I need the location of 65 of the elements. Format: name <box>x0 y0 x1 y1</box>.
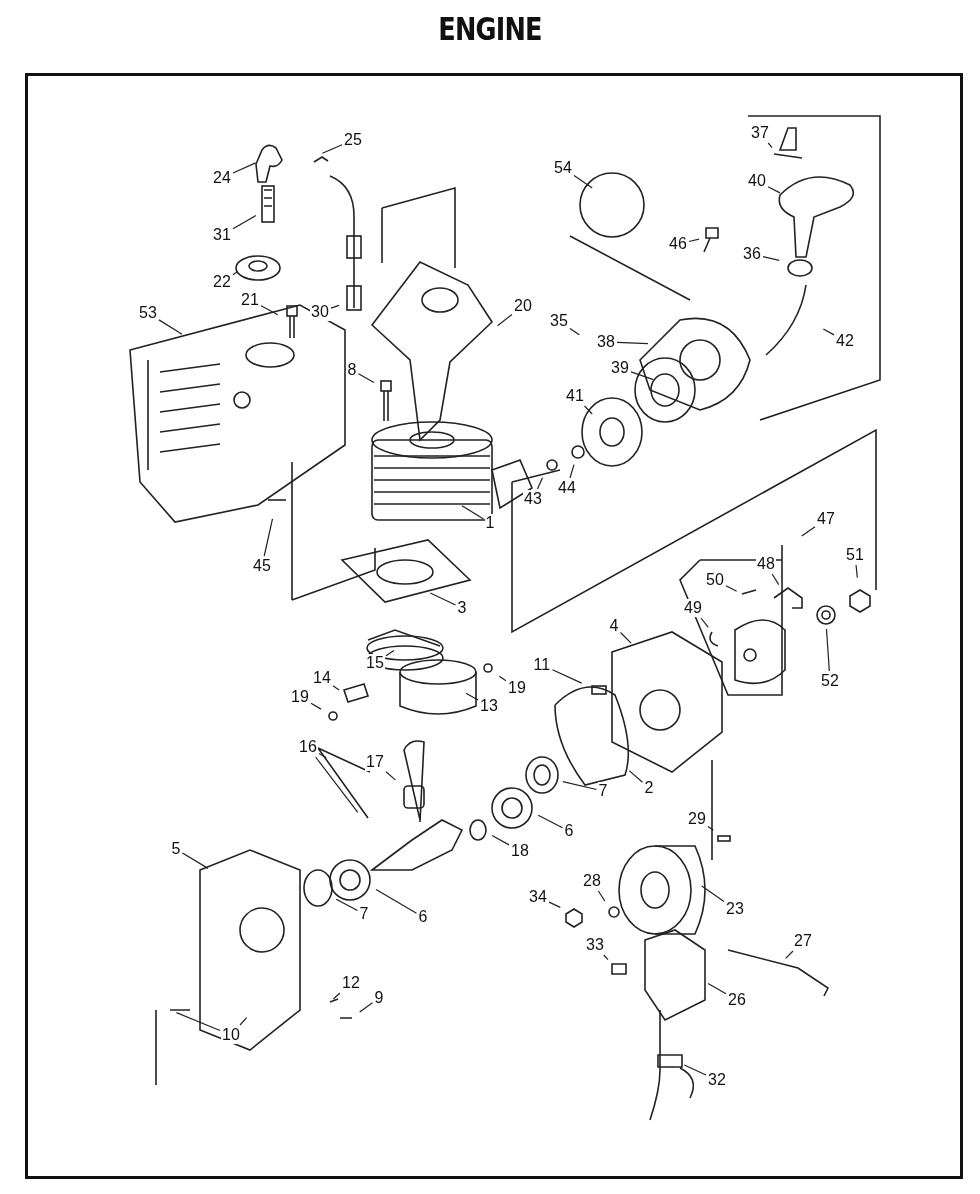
leader-line <box>630 371 654 381</box>
leader-line <box>569 464 575 479</box>
leader-line <box>498 675 507 682</box>
leader-line <box>573 174 593 189</box>
leader-line <box>683 1064 707 1076</box>
leader-line <box>551 669 583 684</box>
leader-line <box>330 304 340 309</box>
leader-line <box>548 901 561 908</box>
leader-line <box>583 405 593 415</box>
leader-line <box>232 214 257 230</box>
leader-line <box>562 781 598 791</box>
leader-line <box>771 573 780 586</box>
leader-line <box>628 770 644 783</box>
leader-line <box>822 328 835 336</box>
leader-line <box>318 752 327 759</box>
leader-line <box>232 270 239 276</box>
leader-line <box>700 617 709 628</box>
leader-line <box>375 888 418 914</box>
leader-line <box>175 1012 221 1032</box>
leader-line <box>465 692 479 701</box>
leader-line <box>239 1017 248 1026</box>
leader-line <box>181 852 209 869</box>
callout-number: 10 <box>221 1026 241 1044</box>
leader-line <box>762 256 780 261</box>
leader-line <box>603 954 609 961</box>
leader-line <box>491 834 510 846</box>
leader-line <box>332 685 340 691</box>
leader-line <box>707 825 714 831</box>
leader-line <box>158 319 183 335</box>
leader-line <box>263 518 274 557</box>
leader-line <box>767 186 781 194</box>
leader-line <box>536 477 544 490</box>
leader-line <box>496 313 513 327</box>
leader-line <box>688 238 700 243</box>
leader-line <box>310 702 322 710</box>
leader-line <box>767 142 773 149</box>
leader-line <box>429 592 457 606</box>
leader-line <box>461 505 485 520</box>
callout-number: 15 <box>365 654 385 672</box>
callout-number: 30 <box>310 303 330 321</box>
leader-line <box>260 305 279 316</box>
leader-line <box>855 564 858 579</box>
leader-line <box>232 162 257 174</box>
leader-line <box>321 144 343 154</box>
leader-line <box>357 373 375 384</box>
leader-line <box>801 526 816 537</box>
callout-number: 49 <box>683 599 703 617</box>
leader-line <box>359 1002 374 1013</box>
leader-line <box>569 327 580 336</box>
leader-line <box>332 992 341 1000</box>
leader-line <box>619 631 632 644</box>
leader-line <box>616 341 649 345</box>
leader-line <box>707 982 727 995</box>
leader-line <box>537 814 564 829</box>
leader-line <box>385 650 395 657</box>
leader-line <box>385 771 396 781</box>
title: ENGINE <box>437 10 543 48</box>
leader-line <box>725 585 738 592</box>
leader-line <box>701 885 725 902</box>
callout-number: 17 <box>365 753 385 771</box>
leader-line <box>335 898 359 912</box>
leader-line <box>785 950 794 959</box>
leader-line <box>315 756 359 814</box>
leader-line <box>825 628 830 672</box>
leader-line <box>597 890 606 902</box>
